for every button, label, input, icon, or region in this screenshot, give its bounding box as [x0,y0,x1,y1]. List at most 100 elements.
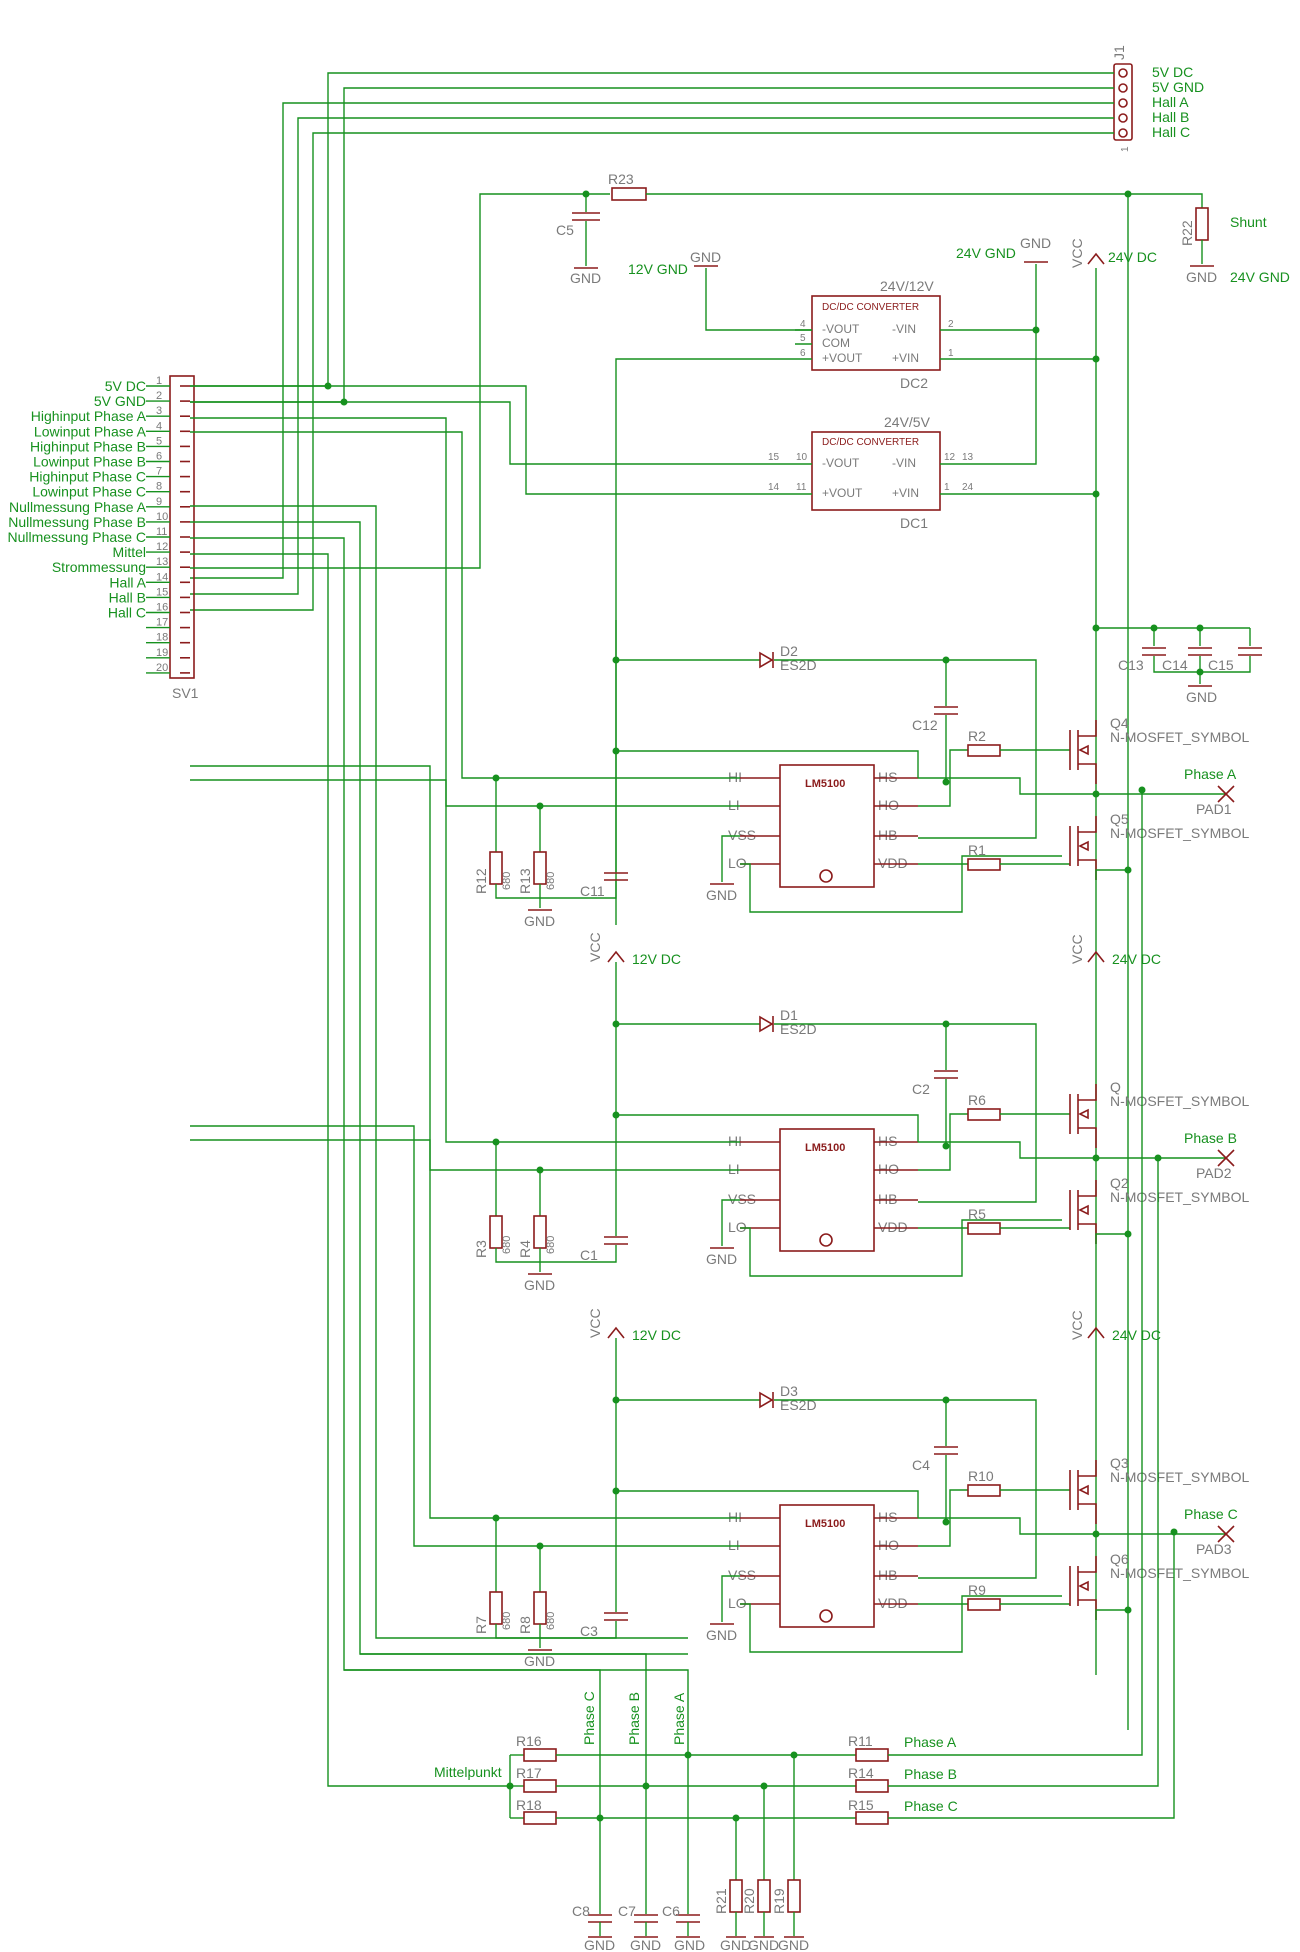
lo-loop-a [740,855,1062,913]
pin-r-hb-c: HB [878,1567,897,1583]
pin-l-vss-c: VSS [728,1567,756,1583]
q-lo-type-a: N-MOSFET_SYMBOL [1110,825,1249,841]
pin-r-hs-c: HS [878,1509,897,1525]
r20-resistor [757,1879,771,1913]
dc2-pin-vin-pos: +VIN [892,351,919,365]
vert-phase-a: Phase A [671,1692,687,1745]
q-hi-drain-a [1078,720,1097,737]
phase-c-label-bottom: Phase C [904,1798,958,1814]
vcc-label-c: VCC [587,1308,603,1338]
supply-rails: VCC 24V DC C13 C14 C15 GND [1069,194,1262,1730]
rgate-lo-label-b: R5 [968,1206,986,1222]
v12-label-b: 12V DC [632,951,681,967]
diode-c [759,1391,774,1409]
pin-r-ho-c: HO [878,1537,899,1553]
vss-gnd-label-c: GND [706,1627,737,1643]
dc2-name: DC/DC CONVERTER [822,302,919,313]
hb-wire-c [774,1399,1037,1579]
q-lo-source-c [1078,1599,1097,1620]
cboot-label-a: C12 [912,717,938,733]
q-hi-arrow-b [1078,1108,1089,1120]
v24-label-top: 24V DC [1108,249,1157,265]
sv1-pinnum-12: 12 [156,541,168,553]
rgate-hi-label-a: R2 [968,728,986,744]
pin-l-li-c: LI [728,1537,740,1553]
hi-input-a [190,431,740,779]
dc1-title: 24V/5V [884,414,931,430]
q-lo-arrow-a [1078,840,1089,852]
vss-wire-b [721,1199,740,1246]
sv1-signal-1: 5V DC [105,378,146,394]
r17-label: R17 [516,1765,542,1781]
vcc24-label-c: VCC [1069,1310,1085,1340]
r19-label: R19 [771,1888,787,1914]
r15-resistor [855,1811,889,1825]
cvdd-label-b: C1 [580,1247,598,1263]
c13-label: C13 [1118,657,1144,673]
c5-label: C5 [556,222,574,238]
low-source-node-a [1124,866,1132,874]
stage-a: D2ES2DC12LM5100HILIVSSLOHSHOHBVDDGNDGNDR… [190,417,1249,929]
sv1-pinnum-16: 16 [156,602,168,614]
dc2-pinnum-5: 5 [800,333,806,344]
lo-loop-c [740,1595,1062,1653]
phase-node-b [1092,1154,1100,1162]
dc2-pin-com: COM [822,336,850,350]
vcc-label-top: VCC [1069,238,1085,268]
sv1-ref: SV1 [172,685,199,701]
q-lo-source-b [1078,1223,1097,1244]
phase-b-label-bottom: Phase B [904,1766,957,1782]
cvdd-label-a: C11 [580,883,605,899]
mid-label: Mittelpunkt [434,1764,502,1780]
q-hi-drain-c [1078,1460,1097,1477]
r-gnd-wire-b [495,1248,541,1263]
pin-r-vdd-c: VDD [878,1595,908,1611]
bulk-gnd: GND [1186,689,1217,705]
pin-l-li-b: LI [728,1161,740,1177]
sv1-pinnum-6: 6 [156,451,162,463]
r19-resistor [787,1879,801,1913]
vdd-feed-node-c [612,1487,620,1495]
vdd-feed-a [616,750,919,778]
r19-gnd: GND [778,1937,809,1952]
r14-label: R14 [848,1765,874,1781]
sv1-signal-2: 5V GND [94,393,146,409]
c8-label: C8 [572,1903,590,1919]
vcc-arrow-b [607,950,625,963]
v24-arrow-b [1087,950,1105,963]
pin-l-hi-c: HI [728,1509,742,1525]
driver-notch-c [819,1609,833,1623]
sv1-pinnum-17: 17 [156,617,168,629]
sv1-pinnum-18: 18 [156,632,168,644]
q-hi-source-c [1078,1503,1097,1524]
rgate-hi-b [967,1108,1001,1121]
vert-phase-b: Phase B [626,1692,642,1745]
cboot-label-c: C4 [912,1457,930,1473]
q-lo-drain-c [1078,1556,1097,1573]
pin-r-hb-b: HB [878,1191,897,1207]
q-lo-arrow-c [1078,1580,1089,1592]
q-lo-type-b: N-MOSFET_SYMBOL [1110,1189,1249,1205]
v24-label-b: 24V DC [1112,951,1161,967]
sv1-signal-15: Hall B [109,589,146,605]
dc2-pinnum-2: 2 [948,319,954,330]
hs-wire-a [918,777,1096,795]
dc1-name: DC/DC CONVERTER [822,437,919,448]
r-lo-val-a: 680 [545,872,557,890]
rgate-hi-label-c: R10 [968,1468,994,1484]
pin-r-ho-a: HO [878,797,899,813]
shunt-gnd-label: 24V GND [1230,269,1290,285]
sv1-pinnum-9: 9 [156,496,162,508]
r-hi-ref-b: R3 [473,1240,489,1258]
cvdd-gnd-wire-b [540,1245,617,1263]
q-lo-type-c: N-MOSFET_SYMBOL [1110,1565,1249,1581]
vcc24-label-b: VCC [1069,934,1085,964]
low-source-node-c [1124,1606,1132,1614]
q-hi-ref-a: Q4 [1110,715,1129,731]
hi-input-b [190,779,740,1143]
r21-label: R21 [713,1888,729,1914]
sv1-signal-9: Nullmessung Phase A [9,499,147,515]
